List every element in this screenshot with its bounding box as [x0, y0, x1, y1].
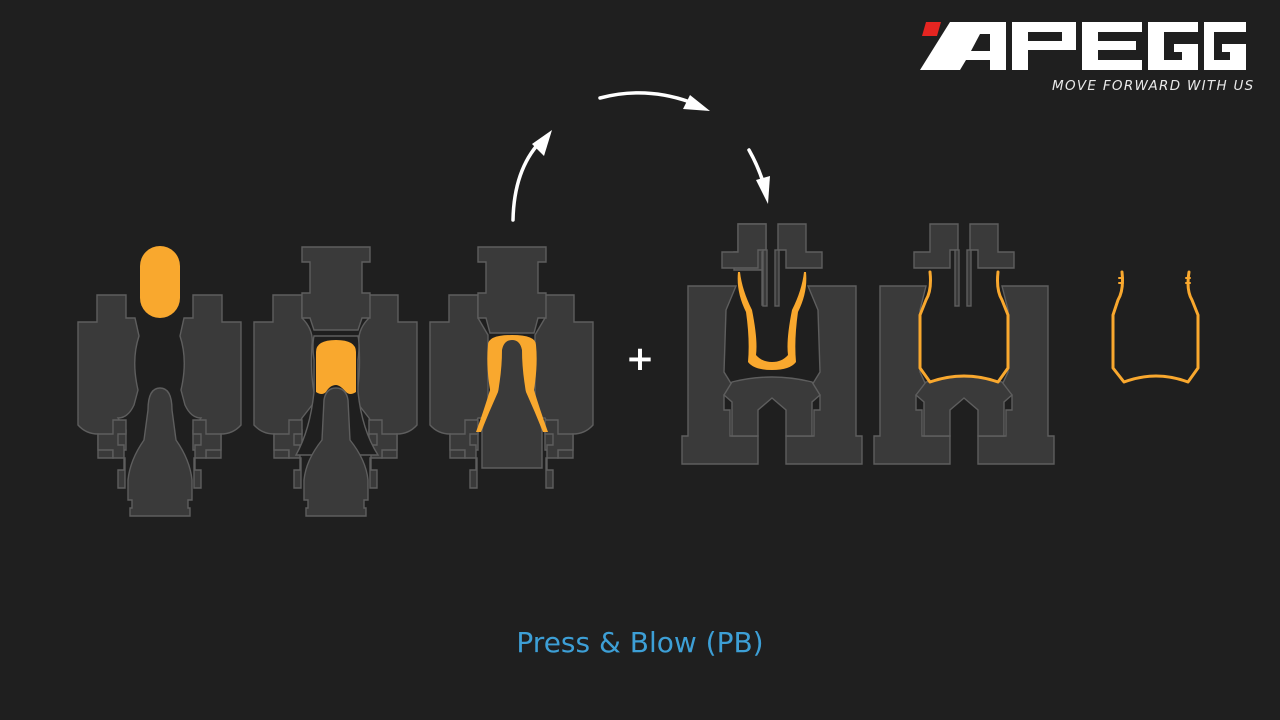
brand-logo: MOVE FORWARD WITH US	[920, 18, 1253, 98]
arrow-over-icon	[598, 91, 692, 104]
stage-final-blow	[873, 223, 1055, 465]
arrow-up-icon	[511, 140, 542, 222]
stage-parison-formed	[429, 246, 594, 489]
arrow-down-icon	[747, 148, 765, 184]
stage-finished-container	[1111, 270, 1200, 384]
stage-parison-in-blow-mold	[681, 223, 863, 465]
diagram-title: Press & Blow (PB)	[516, 626, 764, 659]
brand-tagline: MOVE FORWARD WITH US	[1052, 78, 1255, 94]
stage-gob-loading	[77, 246, 242, 517]
transfer-arrows	[511, 91, 770, 222]
stage-pressing	[253, 246, 418, 517]
apegg-logo-icon	[920, 22, 1246, 70]
plus-icon: +	[626, 339, 655, 379]
